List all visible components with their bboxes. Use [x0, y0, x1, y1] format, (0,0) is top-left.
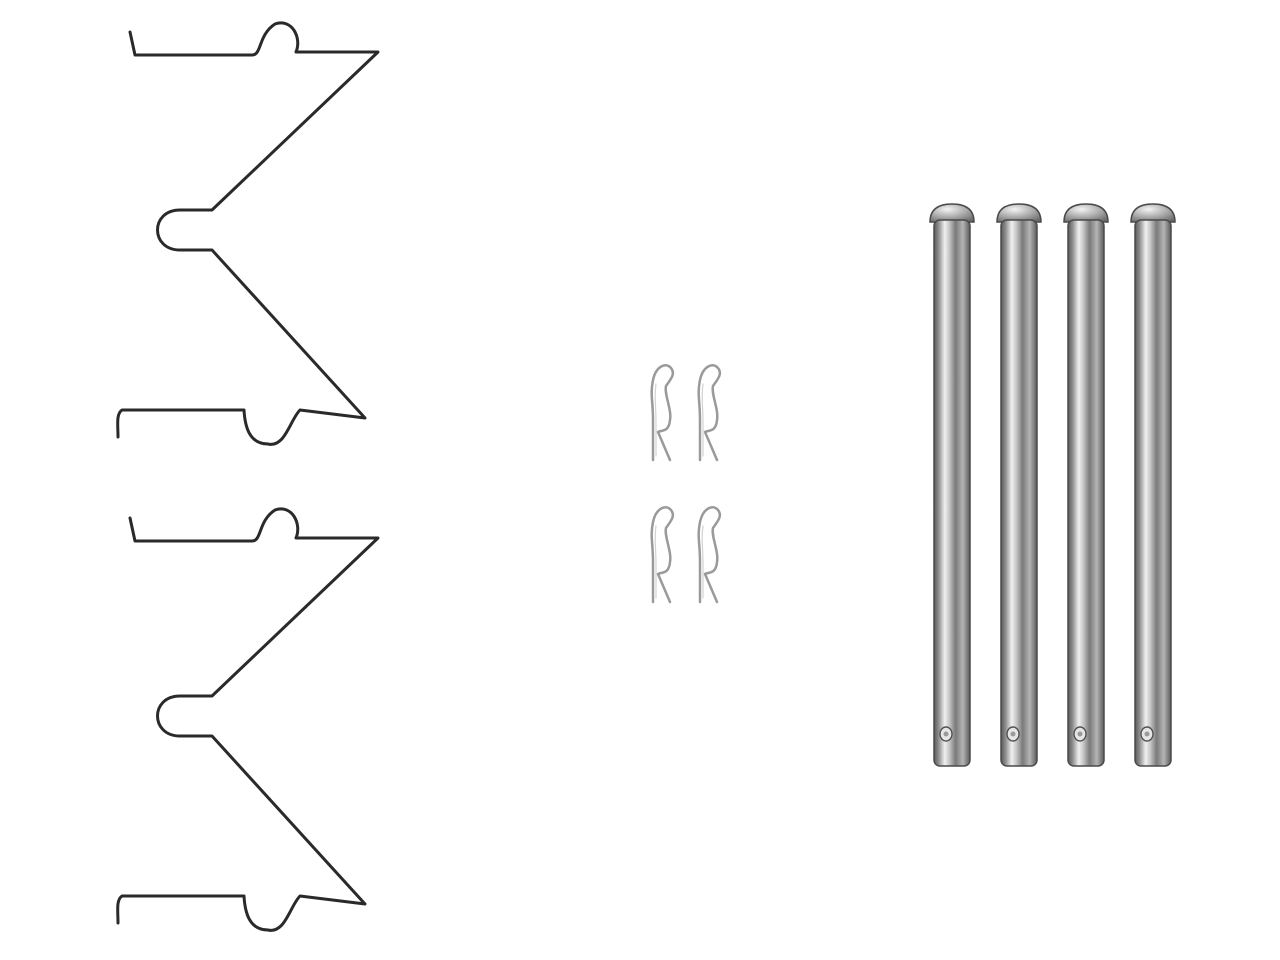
guide-pin-4 — [1130, 203, 1176, 767]
spring-clip-4 — [697, 506, 722, 604]
spring-clip-3 — [650, 506, 675, 604]
guide-pin-3 — [1063, 203, 1109, 767]
anti-rattle-spring-top — [116, 21, 380, 446]
guide-pin-1 — [929, 203, 975, 767]
anti-rattle-spring-bottom — [116, 507, 380, 932]
guide-pin-2 — [996, 203, 1042, 767]
spring-clip-1 — [650, 364, 675, 462]
spring-clip-2 — [697, 364, 722, 462]
